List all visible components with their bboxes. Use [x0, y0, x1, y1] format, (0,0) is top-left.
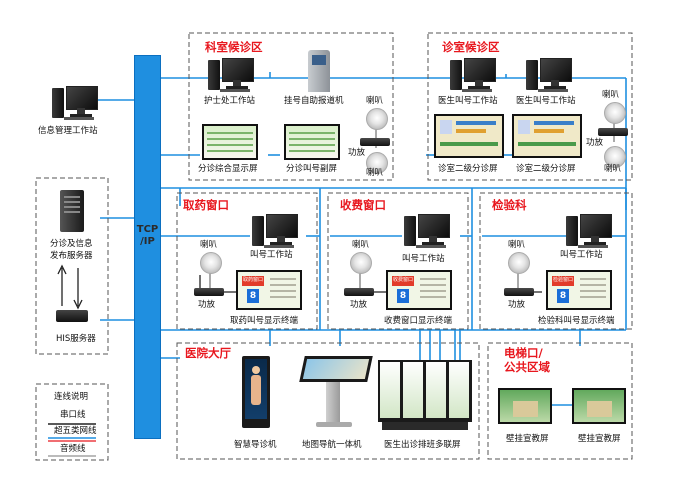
legend-network: 超五类网线	[54, 426, 97, 436]
pharmacy-terminal-label: 取药叫号显示终端	[230, 316, 299, 326]
dept-speaker-icon	[366, 108, 388, 130]
cashier-terminal-label: 收费窗口显示终端	[384, 316, 453, 326]
legend-audio: 音频线	[60, 444, 86, 454]
doctor-station-1-label: 医生叫号工作站	[438, 96, 498, 106]
dept-amp-label: 功放	[348, 148, 366, 158]
pharmacy-speaker-label: 喇叭	[200, 240, 218, 250]
lab-station-icon	[566, 214, 612, 248]
clinic-screen-2	[512, 114, 582, 158]
multi-screen-stand	[382, 422, 468, 430]
nurse-station-computer-icon	[208, 58, 254, 92]
pharmacy-station-label: 叫号工作站	[250, 250, 293, 260]
multi-screen-wall	[378, 360, 472, 422]
pharmacy-terminal-screen: 8	[236, 270, 302, 310]
clinic-screen-1	[434, 114, 504, 158]
zone-title-cashier: 收费窗口	[340, 198, 386, 212]
doctor-station-2-icon	[526, 58, 572, 92]
pharmacy-screen-text: 取药窗口	[242, 277, 263, 283]
zone-title-lab: 检验科	[492, 198, 527, 212]
lab-terminal-screen: 8	[546, 270, 612, 310]
clinic-speaker-icon	[604, 102, 626, 124]
lab-speaker-label: 喇叭	[508, 240, 526, 250]
dept-speaker2-label: 喇叭	[366, 168, 384, 178]
tcp-ip-bus	[134, 55, 161, 439]
pharmacy-amp-icon	[194, 288, 224, 296]
dept-amp-icon	[360, 138, 390, 146]
map-kiosk-base	[316, 422, 352, 427]
clinic-amp-label: 功放	[586, 138, 604, 148]
pharmacy-speaker-icon	[200, 252, 222, 274]
wall-screen-1-label: 壁挂宣教屏	[506, 434, 549, 444]
lab-amp-label: 功放	[508, 300, 526, 310]
lab-terminal-label: 检验科叫号显示终端	[538, 316, 615, 326]
info-station-label: 信息管理工作站	[38, 126, 98, 136]
his-server-icon	[56, 310, 88, 322]
wall-screen-2	[572, 388, 626, 424]
server-label: 分诊及信息 发布服务器	[50, 239, 93, 261]
dept-sub-screen	[284, 124, 340, 160]
pharmacy-amp-label: 功放	[198, 300, 216, 310]
doctor-station-2-label: 医生叫号工作站	[516, 96, 576, 106]
tcp-ip-label: TCP /IP	[136, 224, 159, 247]
clinic-speaker-label: 喇叭	[602, 90, 620, 100]
cashier-station-label: 叫号工作站	[402, 254, 445, 264]
wall-screen-1	[498, 388, 552, 424]
his-server-label: HIS服务器	[56, 334, 96, 344]
info-station-computer-icon	[52, 86, 98, 120]
server-tower-icon	[60, 190, 84, 232]
lab-screen-text: 检验窗口	[552, 277, 573, 283]
dept-speaker2-icon	[366, 152, 388, 174]
lab-amp-icon	[504, 288, 534, 296]
clinic-screen-2-label: 诊室二级分诊屏	[516, 164, 576, 174]
zone-title-dept: 科室候诊区	[205, 40, 263, 54]
self-service-label: 挂号自助报道机	[284, 96, 344, 106]
map-kiosk-stand	[326, 382, 340, 422]
lab-screen-number: 8	[557, 289, 569, 303]
cashier-terminal-screen: 8	[386, 270, 452, 310]
cashier-amp-icon	[344, 288, 374, 296]
smart-guide-kiosk-icon	[242, 356, 270, 428]
lab-station-label: 叫号工作站	[560, 250, 603, 260]
dept-speaker-label: 喇叭	[366, 96, 384, 106]
zone-title-elevator: 电梯口/ 公共区域	[504, 346, 550, 374]
self-service-kiosk-icon	[308, 50, 330, 92]
zone-title-hall: 医院大厅	[185, 346, 231, 360]
dept-sub-screen-label: 分诊叫号副屏	[286, 164, 338, 174]
clinic-amp-icon	[598, 128, 628, 136]
cashier-station-icon	[404, 214, 450, 248]
smart-guide-label: 智慧导诊机	[234, 440, 277, 450]
nurse-station-label: 护士处工作站	[204, 96, 256, 106]
wall-screen-2-label: 壁挂宣教屏	[578, 434, 621, 444]
clinic-screen-1-label: 诊室二级分诊屏	[438, 164, 498, 174]
cashier-amp-label: 功放	[350, 300, 368, 310]
doctor-station-1-icon	[450, 58, 496, 92]
pharmacy-screen-number: 8	[247, 289, 259, 303]
dept-main-screen-label: 分诊综合显示屏	[198, 164, 258, 174]
map-navigation-label: 地图导航一体机	[302, 440, 362, 450]
cashier-speaker-icon	[350, 252, 372, 274]
cashier-screen-text: 收费窗口	[392, 277, 413, 283]
zone-title-clinic: 诊室候诊区	[442, 40, 500, 54]
cashier-screen-number: 8	[397, 289, 409, 303]
legend-title: 连线说明	[54, 392, 89, 402]
pharmacy-station-icon	[252, 214, 298, 248]
zone-title-pharmacy: 取药窗口	[183, 198, 229, 212]
clinic-speaker2-label: 喇叭	[604, 164, 622, 174]
lab-speaker-icon	[508, 252, 530, 274]
cashier-speaker-label: 喇叭	[352, 240, 370, 250]
map-navigation-kiosk-icon	[299, 356, 373, 382]
legend-serial: 串口线	[60, 410, 86, 420]
dept-main-screen	[202, 124, 258, 160]
clinic-speaker2-icon	[604, 146, 626, 168]
multi-screen-label: 医生出诊排班多联屏	[384, 440, 461, 450]
